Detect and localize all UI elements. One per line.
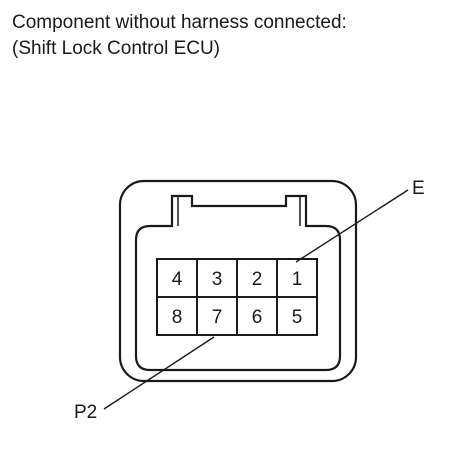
connector-outer-housing <box>118 179 358 383</box>
connector-inner-housing <box>134 194 342 372</box>
pin-number-2: 2 <box>252 269 263 290</box>
pin-number-6: 6 <box>252 307 263 328</box>
pin-number-3: 3 <box>212 269 223 290</box>
diagram-title: Component without harness connected: (Sh… <box>12 10 347 62</box>
pin-number-5: 5 <box>292 307 303 328</box>
callout-e-label: E <box>412 178 425 199</box>
pin-number-7: 7 <box>212 307 223 328</box>
callout-p2-leader <box>103 336 215 410</box>
pin-cell <box>276 296 318 336</box>
pin-number-1: 1 <box>292 269 303 290</box>
pin-grid: 4 3 2 1 8 7 6 5 <box>156 258 318 336</box>
pin-number-4: 4 <box>172 269 183 290</box>
callout-p2-label: P2 <box>74 402 97 423</box>
title-line-1: Component without harness connected: <box>12 12 347 33</box>
pin-number-8: 8 <box>172 307 183 328</box>
callout-e-leader <box>295 189 409 263</box>
title-line-2: (Shift Lock Control ECU) <box>12 38 221 59</box>
